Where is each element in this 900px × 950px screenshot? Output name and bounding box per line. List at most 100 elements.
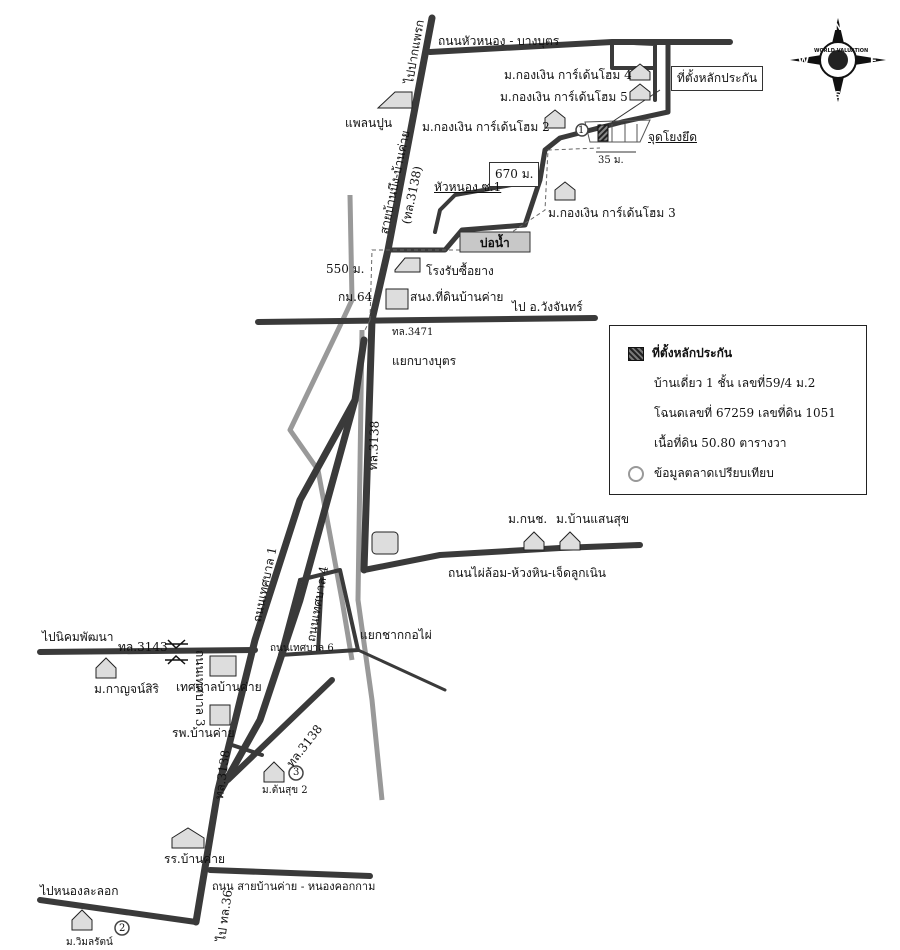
label-kongngoen3: ม.กองเงิน การ์เด้นโฮม 3 bbox=[548, 206, 676, 220]
school-icon bbox=[171, 827, 205, 849]
road-soi-branch bbox=[433, 178, 542, 234]
label-kongngoen5: ม.กองเงิน การ์เด้นโฮม 5 bbox=[500, 90, 628, 104]
house-icon bbox=[629, 83, 651, 101]
label-dist-670: 670 ม. bbox=[489, 162, 540, 187]
label-yaekchakkopai: แยกชากกอไผ่ bbox=[360, 628, 432, 642]
pond-shape bbox=[459, 231, 531, 253]
road-soi-main-2 bbox=[610, 40, 657, 102]
road-tessaban-2 bbox=[278, 576, 324, 657]
label-sai-bankhai: ถนน สายบ้านค่าย - หนองคอกกาม bbox=[212, 880, 376, 893]
label-cement-plant: แพลนปูน bbox=[345, 116, 393, 130]
route-to-reference bbox=[369, 147, 601, 321]
factory-icon bbox=[394, 257, 421, 273]
house-icon bbox=[559, 531, 581, 551]
label-rubber-factory: โรงรับซื้อยาง bbox=[426, 264, 494, 278]
compass-letters: N S W E WORLD VALUATION bbox=[798, 22, 877, 101]
compass-n: N bbox=[834, 22, 842, 33]
label-km64: กม.64 bbox=[338, 290, 373, 304]
road-3138-diag bbox=[225, 677, 335, 783]
building-icons bbox=[71, 63, 651, 931]
building-icon bbox=[209, 655, 237, 677]
house-icon bbox=[544, 109, 566, 129]
comparable-circle-icon bbox=[628, 465, 644, 482]
compass-w: W bbox=[798, 56, 809, 67]
label-kanchor: ม.กนช. bbox=[508, 512, 548, 526]
map-legend: ที่ตั้งหลักประกัน บ้านเดี่ยว 1 ชั้น เลขท… bbox=[609, 325, 867, 495]
legend-collateral-row: ที่ตั้งหลักประกัน bbox=[628, 344, 732, 363]
label-ton-suk2: ม.ต้นสุข 2 bbox=[262, 785, 308, 796]
label-municipality: เทศบาลบ้านค่าย bbox=[176, 680, 262, 694]
label-route-3471: ทล.3471 bbox=[392, 327, 434, 338]
label-phailom-road: ถนนไผ่ล้อม-ห้วงหิน-เจ็ดลูกเนิน bbox=[448, 566, 606, 580]
house-icon bbox=[263, 761, 285, 783]
road-soi-east bbox=[385, 41, 671, 253]
label-comp2: 2 bbox=[119, 923, 126, 934]
label-route-3138-mid: ทล.3138 bbox=[365, 420, 382, 471]
house-icon bbox=[523, 531, 545, 551]
label-wimonrat: ม.วิมลรัตน์ bbox=[66, 937, 113, 948]
label-comp1: 1 bbox=[578, 125, 585, 136]
road-3138-sw bbox=[214, 396, 359, 799]
label-kanyasiri: ม.กาญจน์สิริ bbox=[94, 682, 159, 696]
label-bangbut-junction: แยกบางบุตร bbox=[392, 354, 457, 368]
label-to-wangchan: ไป อ.วังจันทร์ bbox=[512, 300, 583, 314]
label-school: รร.บ้านค่าย bbox=[164, 852, 226, 866]
road-bankhai-nongkhokam bbox=[207, 867, 373, 879]
label-kongngoen2: ม.กองเงิน การ์เด้นโฮม 2 bbox=[422, 120, 550, 134]
road-3138-south bbox=[192, 336, 368, 926]
road-to-east-se bbox=[356, 648, 447, 692]
cement-plant-icon bbox=[376, 91, 413, 109]
label-reference-point: จุดโยงยึด bbox=[648, 130, 697, 144]
comparable-3-circle bbox=[288, 765, 304, 781]
legend-collateral: ที่ตั้งหลักประกัน bbox=[652, 346, 733, 360]
road-nongchalok bbox=[37, 897, 199, 925]
main-roads bbox=[37, 14, 733, 926]
road-3138-diag-2 bbox=[230, 743, 264, 757]
house-icon bbox=[95, 657, 117, 679]
house-icon bbox=[629, 63, 651, 81]
road-3143 bbox=[37, 647, 258, 655]
collateral-swatch-icon bbox=[628, 346, 644, 361]
compass-s: S bbox=[834, 90, 841, 101]
collateral-marker bbox=[597, 124, 609, 142]
callout-line bbox=[611, 89, 661, 123]
legend-deed: โฉนดเลขที่ 67259 เลขที่ดิน 1051 bbox=[654, 406, 836, 420]
label-land-office: สนง.ที่ดินบ้านค่าย bbox=[410, 290, 504, 304]
compass-east-point bbox=[848, 54, 886, 66]
minor-roads bbox=[287, 194, 385, 801]
bridge-icon bbox=[165, 639, 188, 665]
legend-comparable-row: ข้อมูลตลาดเปรียบเทียบ bbox=[628, 464, 774, 483]
label-hospital: รพ.บ้านค่าย bbox=[172, 726, 235, 740]
compass-brand: WORLD VALUATION bbox=[814, 48, 868, 54]
route-3471-dash bbox=[364, 319, 371, 331]
house-icon bbox=[71, 909, 93, 931]
label-to-nikhom: ไปนิคมพัฒนา bbox=[42, 630, 114, 644]
label-tessaban6: ถนนเทศบาล 6 bbox=[270, 643, 334, 654]
label-kongngoen4: ม.กองเงิน การ์เด้นโฮม 4 bbox=[504, 68, 632, 82]
hospital-icon bbox=[209, 704, 231, 726]
label-comp3: 3 bbox=[293, 767, 300, 778]
compass-rose bbox=[790, 18, 886, 102]
road-3471 bbox=[255, 315, 598, 325]
compass-west-point bbox=[790, 54, 828, 66]
label-north-road: ถนนหัวหนอง - บางบุตร bbox=[438, 34, 560, 48]
thin-road-west bbox=[287, 194, 355, 661]
thin-road-east bbox=[355, 329, 385, 801]
label-huanong-soi1: หัวหนอง ซ.1 bbox=[434, 180, 502, 194]
label-collateral-callout: ที่ตั้งหลักประกัน bbox=[671, 66, 764, 91]
dashed-routes bbox=[364, 147, 601, 331]
compass-e: E bbox=[870, 56, 877, 67]
comparable-2-circle bbox=[114, 920, 130, 936]
label-ban-saensuk: ม.บ้านแสนสุข bbox=[556, 512, 630, 526]
label-dist-550: 550 ม. bbox=[326, 262, 365, 276]
house-icon bbox=[554, 181, 576, 201]
comparable-1-circle bbox=[575, 123, 589, 137]
office-icon bbox=[385, 288, 409, 310]
logo-icon bbox=[371, 531, 399, 555]
road-phailom bbox=[361, 542, 643, 573]
road-soi-main bbox=[610, 40, 657, 70]
road-3138-north bbox=[360, 14, 436, 574]
label-route-3143: ทล.3143 bbox=[118, 640, 168, 654]
legend-area: เนื้อที่ดิน 50.80 ตารางวา bbox=[654, 436, 787, 450]
